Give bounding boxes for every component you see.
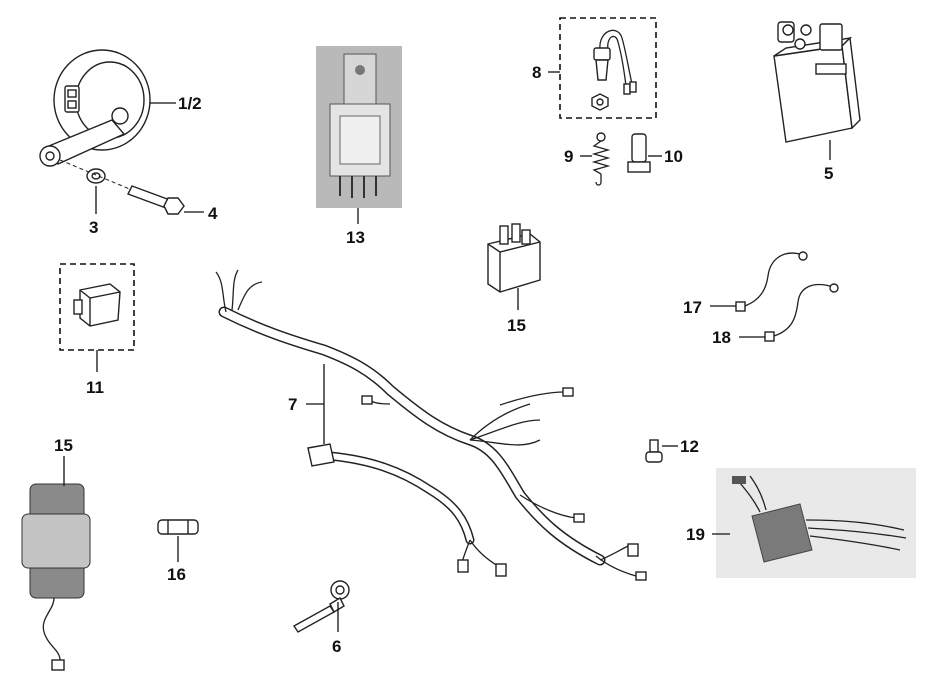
fuse-part (157, 519, 199, 535)
callout-9: 9 (564, 147, 573, 166)
switch-cap-part (627, 133, 651, 173)
callout-3: 3 (89, 218, 98, 237)
bulb-part (645, 439, 663, 463)
callout-16: 16 (167, 565, 186, 584)
callout-17: 17 (683, 298, 702, 317)
callout-1-2: 1/2 (178, 94, 202, 113)
pad-unit-part (21, 483, 91, 671)
starter-relay-part (487, 223, 541, 293)
spring-part (591, 132, 611, 186)
callout-15-bottom: 15 (54, 436, 73, 455)
stop-switch-part (591, 29, 637, 111)
cable-17-part (735, 251, 808, 312)
callout-5: 5 (824, 164, 833, 183)
kit-8-box (559, 17, 657, 119)
callout-10: 10 (664, 147, 683, 166)
callout-11: 11 (86, 378, 104, 397)
pin-bolt-part (292, 580, 350, 633)
flasher-relay-part (73, 283, 121, 327)
callout-18: 18 (712, 328, 731, 347)
horn-part (39, 49, 151, 167)
callout-8: 8 (532, 63, 541, 82)
washer-part (86, 168, 106, 184)
regulator-photo-part (716, 468, 916, 578)
callout-7: 7 (288, 395, 297, 414)
wiring-harness-part (215, 269, 647, 581)
callout-4: 4 (208, 204, 218, 223)
battery-part (773, 21, 861, 143)
callout-12: 12 (680, 437, 699, 456)
horn-bolt-part (59, 159, 185, 215)
callout-13: 13 (346, 228, 365, 247)
relay-photo-part (316, 46, 402, 208)
callout-15-top: 15 (507, 316, 526, 335)
cable-18-part (764, 283, 839, 342)
callout-19: 19 (686, 525, 705, 544)
callout-6: 6 (332, 637, 341, 656)
